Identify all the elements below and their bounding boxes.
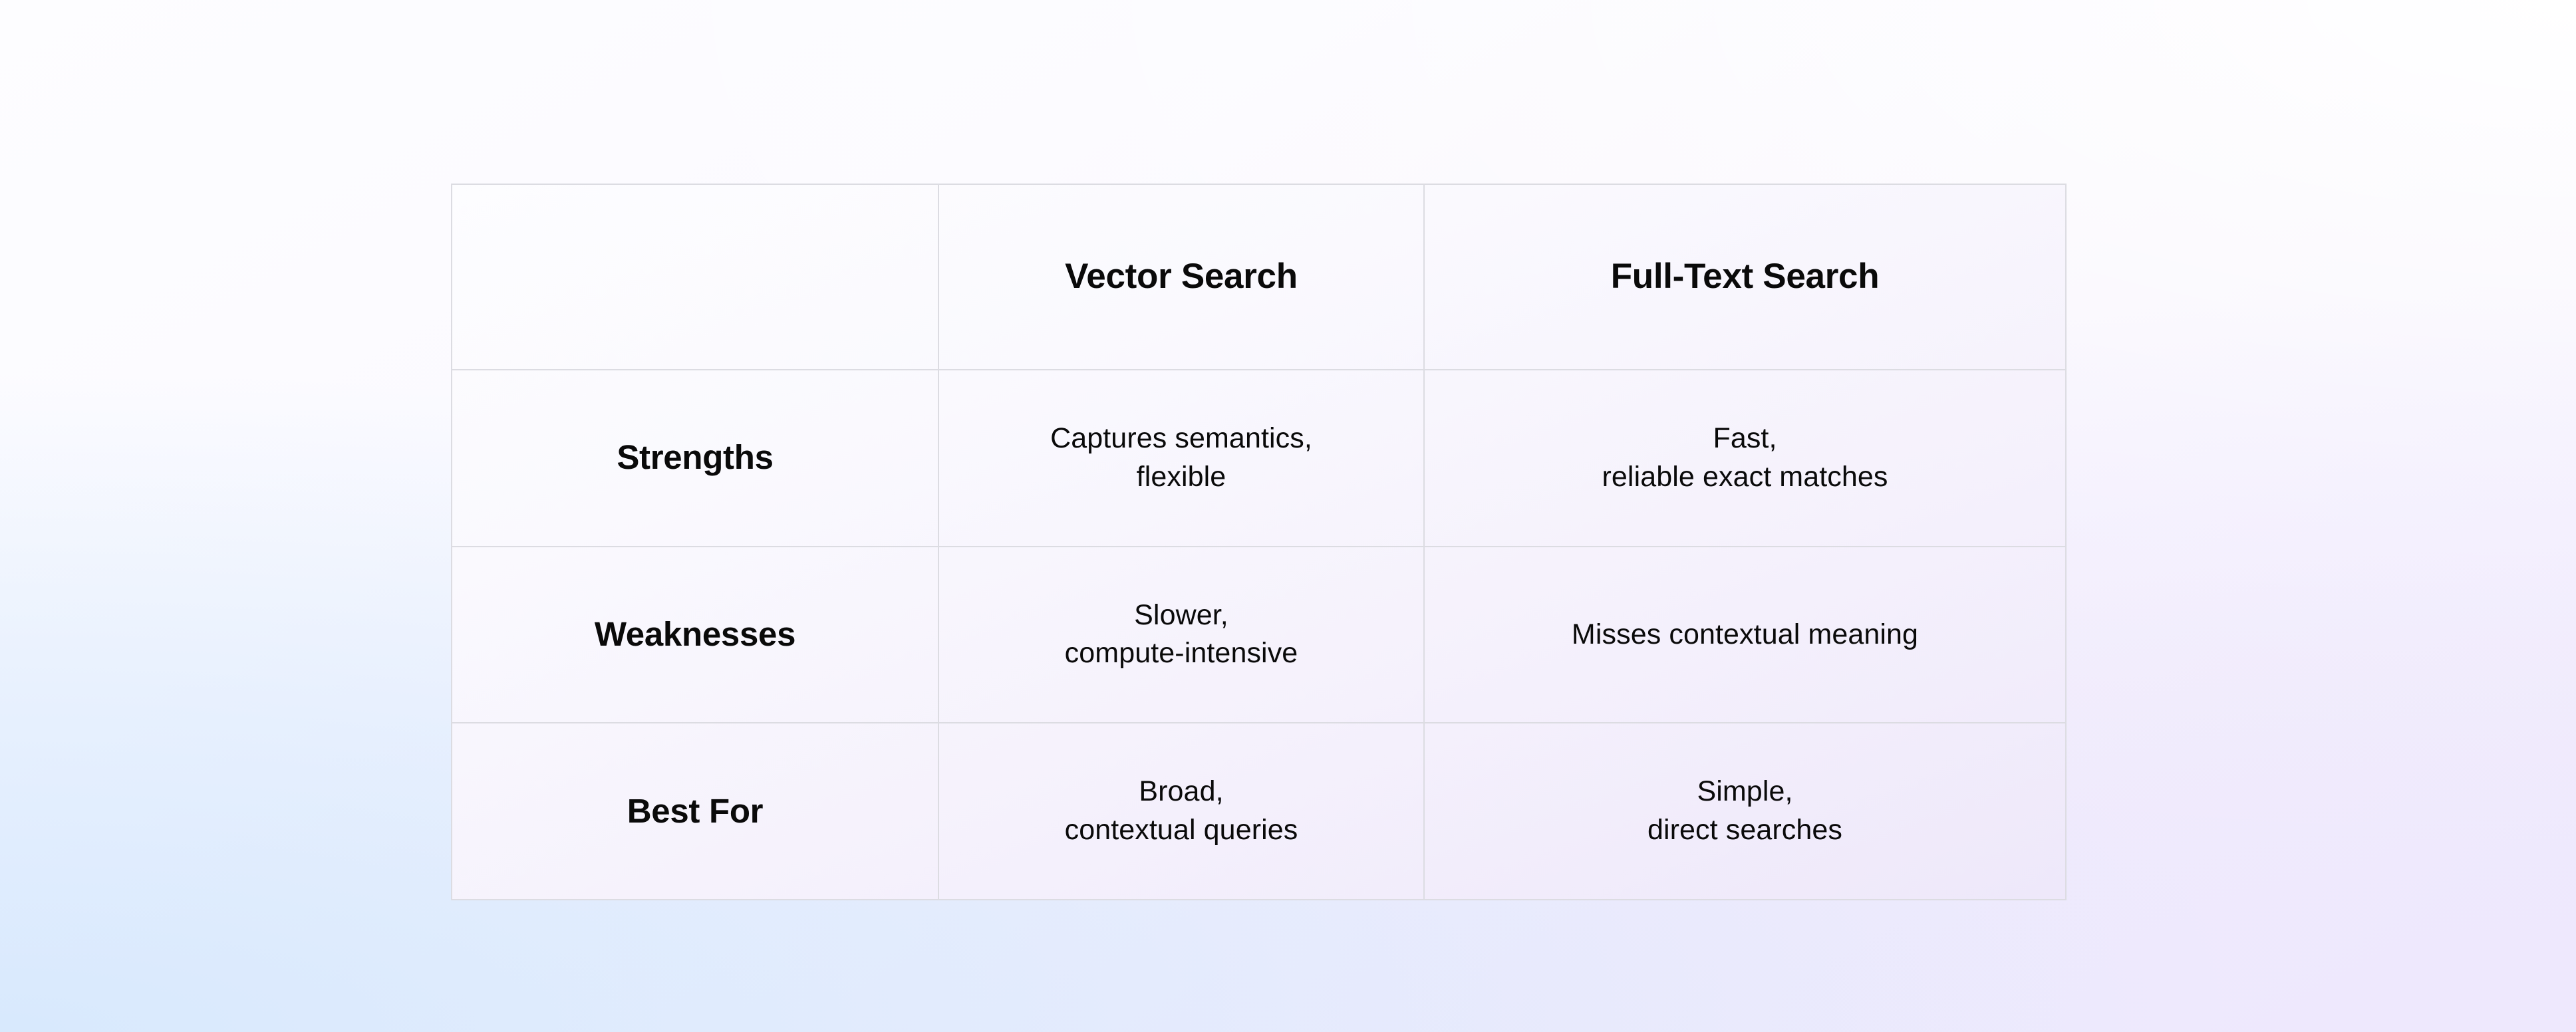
row-label-best-for: Best For <box>451 722 939 900</box>
column-header-vector-search: Vector Search <box>938 184 1425 370</box>
table-row: Strengths Captures semantics, flexible F… <box>451 369 2067 547</box>
comparison-table: Vector Search Full-Text Search Strengths… <box>451 184 2067 900</box>
cell-strengths-vector-search: Captures semantics, flexible <box>938 369 1425 547</box>
cell-line: compute-intensive <box>1064 637 1298 670</box>
row-label-weaknesses: Weaknesses <box>451 545 939 724</box>
table-row: Best For Broad, contextual queries Simpl… <box>451 722 2067 900</box>
cell-strengths-full-text-search: Fast, reliable exact matches <box>1423 369 2067 547</box>
table-corner-cell <box>451 184 939 370</box>
cell-line: flexible <box>1136 460 1226 493</box>
cell-best-for-full-text-search: Simple, direct searches <box>1423 722 2067 900</box>
column-header-full-text-search: Full-Text Search <box>1423 184 2067 370</box>
table-header: Vector Search Full-Text Search <box>451 184 2067 370</box>
cell-line: direct searches <box>1647 813 1843 846</box>
cell-line: Misses contextual meaning <box>1571 618 1919 650</box>
cell-line: Simple, <box>1697 775 1793 808</box>
cell-best-for-vector-search: Broad, contextual queries <box>938 722 1425 900</box>
cell-weaknesses-vector-search: Slower, compute-intensive <box>938 545 1425 724</box>
cell-line: Fast, <box>1713 422 1777 455</box>
cell-line: Broad, <box>1139 775 1224 808</box>
row-label-strengths: Strengths <box>451 369 939 547</box>
table-header-row: Vector Search Full-Text Search <box>451 184 2067 370</box>
comparison-table-container: Vector Search Full-Text Search Strengths… <box>451 184 2067 900</box>
cell-line: reliable exact matches <box>1602 460 1888 493</box>
cell-line: Slower, <box>1134 598 1228 631</box>
table-body: Strengths Captures semantics, flexible F… <box>451 369 2067 900</box>
cell-line: Captures semantics, <box>1050 422 1312 455</box>
cell-line: contextual queries <box>1064 813 1298 846</box>
table-row: Weaknesses Slower, compute-intensive Mis… <box>451 545 2067 724</box>
cell-weaknesses-full-text-search: Misses contextual meaning <box>1423 545 2067 724</box>
